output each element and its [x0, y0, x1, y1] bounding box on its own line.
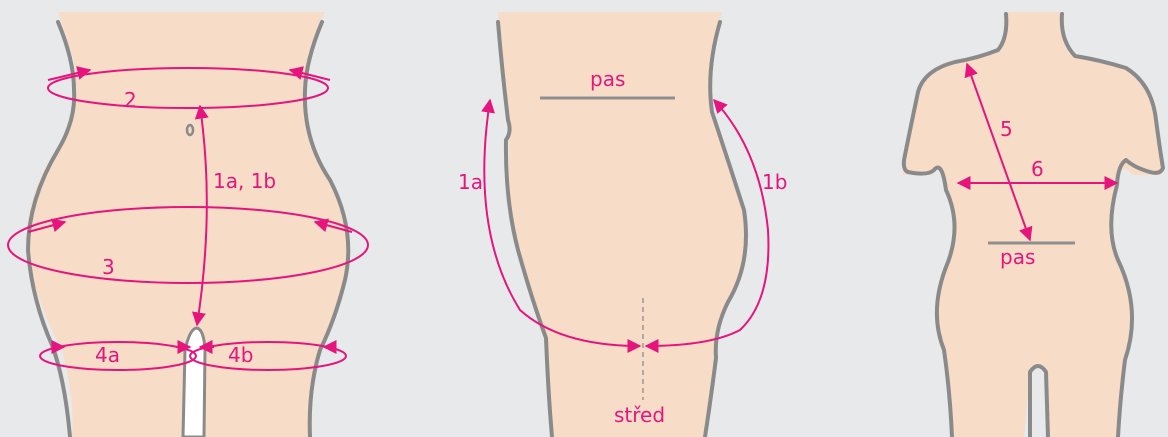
label-back-waist: pas	[1000, 245, 1035, 269]
label-4a: 4a	[95, 343, 120, 367]
label-1b: 1b	[762, 170, 787, 194]
label-6: 6	[1031, 157, 1044, 181]
label-1a-1b: 1a, 1b	[213, 169, 276, 193]
label-side-waist: pas	[590, 67, 625, 91]
label-2: 2	[124, 88, 137, 112]
label-center: střed	[614, 403, 665, 427]
label-3: 3	[102, 255, 115, 279]
crotch-gap	[183, 328, 205, 437]
back-view: 5 6 pas	[903, 12, 1163, 437]
label-4b: 4b	[228, 343, 253, 367]
label-1a: 1a	[458, 170, 483, 194]
label-5: 5	[1000, 117, 1013, 141]
front-view: 2 1a, 1b 3 4a 4b	[8, 12, 368, 437]
side-view: pas 1a 1b střed	[458, 12, 787, 437]
back-leg-gap	[1030, 366, 1048, 437]
